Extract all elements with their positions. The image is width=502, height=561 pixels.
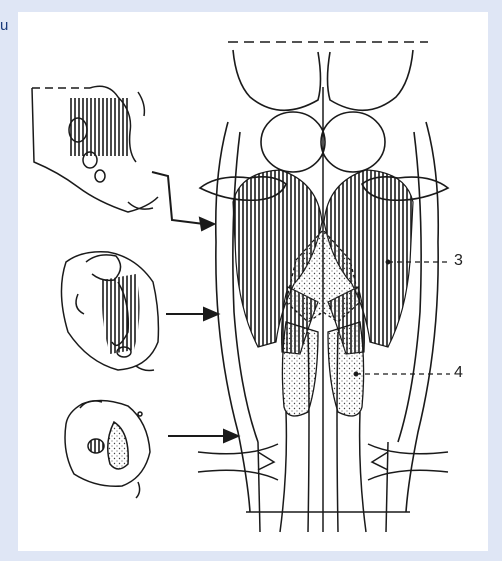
anatomical-diagram: 3 4 [18, 12, 488, 551]
label-4: 4 [454, 365, 463, 381]
right-lower-stipple [328, 322, 364, 416]
medulla-lines [198, 87, 448, 532]
left-thalamus [233, 50, 321, 110]
pointer-arrows [152, 172, 238, 442]
corner-letter: u [0, 18, 8, 33]
inset-pons [61, 252, 158, 371]
right-thalamus [328, 50, 414, 110]
label-3: 3 [454, 253, 463, 269]
left-lower-stipple [282, 322, 318, 416]
right-colliculus [321, 112, 385, 172]
brainstem-drawing [18, 12, 488, 551]
arrow-upper-head [200, 218, 214, 230]
inset-medulla [65, 400, 150, 498]
arrow-middle-head [204, 308, 218, 320]
inset-upper [32, 86, 158, 212]
arrow-lower-head [224, 430, 238, 442]
left-colliculus [261, 112, 325, 172]
arrow-upper-line [152, 172, 204, 224]
